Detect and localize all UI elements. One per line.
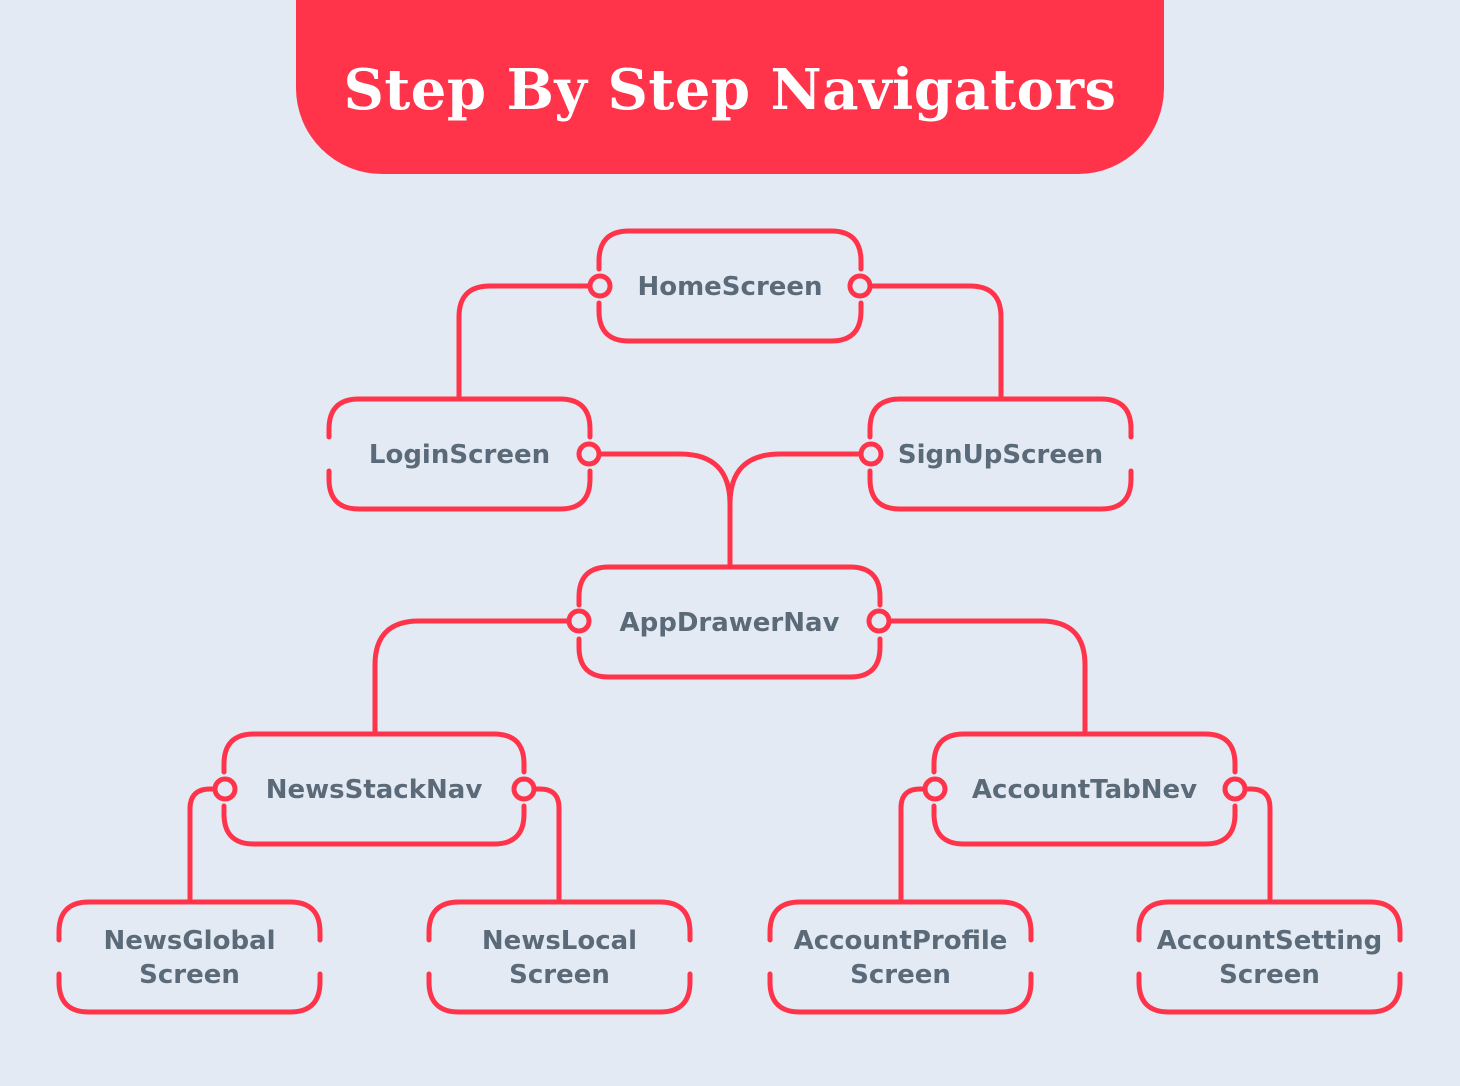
edge-home-to-signup: [857, 283, 1004, 402]
node-home-border-top: [596, 228, 864, 272]
node-account-tab-border-top: [931, 731, 1238, 775]
node-news-stack-border-bottom: [221, 803, 527, 847]
connector-dot-icon: [866, 608, 892, 634]
connector-dot-icon: [212, 776, 238, 802]
node-account-profile-label-line-1: AccountProfile: [794, 926, 1008, 956]
connector-dots-layer: [212, 273, 1248, 802]
edge-app-drawer-to-account-tab: [876, 618, 1088, 737]
node-news-global-border-top: [56, 899, 323, 943]
edge-news-stack-to-news-global: [187, 786, 228, 905]
node-account-setting-label-line-2: Screen: [1219, 960, 1320, 990]
node-signup-border-bottom: [867, 468, 1134, 512]
node-account-profile-label-line-2: Screen: [850, 960, 951, 990]
node-login-border-top: [326, 396, 593, 440]
connector-dot-icon: [511, 776, 537, 802]
connector-dot-icon: [1222, 776, 1248, 802]
node-account-tab: AccountTabNev: [931, 731, 1238, 847]
node-news-stack-border-top: [221, 731, 527, 775]
node-account-profile-border-top: [767, 899, 1034, 943]
node-news-global-label-line-1: NewsGlobal: [103, 926, 275, 956]
connector-dot-icon: [858, 441, 884, 467]
node-news-stack: NewsStackNav: [221, 731, 527, 847]
edge-login-to-app-drawer: [586, 451, 733, 570]
node-news-local-label-line-1: NewsLocal: [482, 926, 637, 956]
node-account-setting-label-line-1: AccountSetting: [1157, 926, 1383, 956]
node-login-label-line-1: LoginScreen: [369, 440, 550, 470]
node-app-drawer: AppDrawerNav: [576, 564, 883, 680]
edge-app-drawer-to-news-stack: [372, 618, 582, 737]
page-title: Step By Step Navigators: [343, 57, 1117, 123]
node-account-tab-label-line-1: AccountTabNev: [972, 775, 1197, 805]
connector-dot-icon: [587, 273, 613, 299]
node-signup-border-top: [867, 396, 1134, 440]
node-news-local-border-bottom: [426, 971, 693, 1015]
connector-dot-icon: [922, 776, 948, 802]
node-home-border-bottom: [596, 300, 864, 344]
node-account-profile-border-bottom: [767, 971, 1034, 1015]
node-signup: SignUpScreen: [867, 396, 1134, 512]
node-app-drawer-label-line-1: AppDrawerNav: [619, 608, 839, 638]
node-news-global-label-line-2: Screen: [139, 960, 240, 990]
node-news-local-border-top: [426, 899, 693, 943]
edge-signup-to-app-drawer: [727, 451, 874, 570]
connector-dot-icon: [566, 608, 592, 634]
edges-layer: [187, 283, 1273, 905]
edge-home-to-login: [456, 283, 603, 402]
node-news-global-border-bottom: [56, 971, 323, 1015]
title-banner: Step By Step Navigators: [296, 0, 1164, 174]
connector-dot-icon: [576, 441, 602, 467]
connector-dot-icon: [847, 273, 873, 299]
edge-account-tab-to-account-setting: [1232, 786, 1273, 905]
node-signup-label-line-1: SignUpScreen: [898, 440, 1103, 470]
node-app-drawer-border-bottom: [576, 636, 883, 680]
node-account-setting-border-top: [1136, 899, 1403, 943]
edge-news-stack-to-news-local: [521, 786, 562, 905]
edge-account-tab-to-account-profile: [898, 786, 938, 905]
node-home-label-line-1: HomeScreen: [637, 272, 822, 302]
node-news-local-label-line-2: Screen: [509, 960, 610, 990]
node-home: HomeScreen: [596, 228, 864, 344]
node-app-drawer-border-top: [576, 564, 883, 608]
node-account-setting-border-bottom: [1136, 971, 1403, 1015]
node-news-stack-label-line-1: NewsStackNav: [266, 775, 483, 805]
node-login: LoginScreen: [326, 396, 593, 512]
node-login-border-bottom: [326, 468, 593, 512]
node-account-tab-border-bottom: [931, 803, 1238, 847]
